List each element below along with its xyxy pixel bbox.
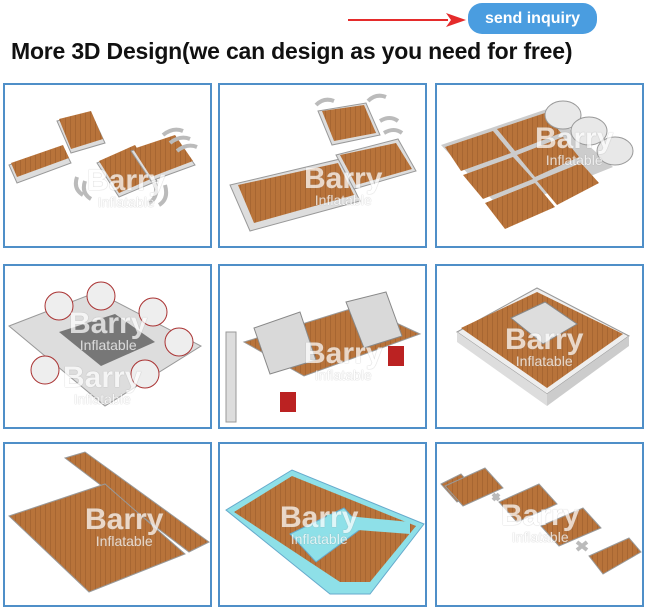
send-inquiry-button[interactable]: send inquiry	[468, 3, 597, 34]
arrow-right-icon	[348, 13, 466, 27]
page-title: More 3D Design(we can design as you need…	[11, 38, 573, 64]
